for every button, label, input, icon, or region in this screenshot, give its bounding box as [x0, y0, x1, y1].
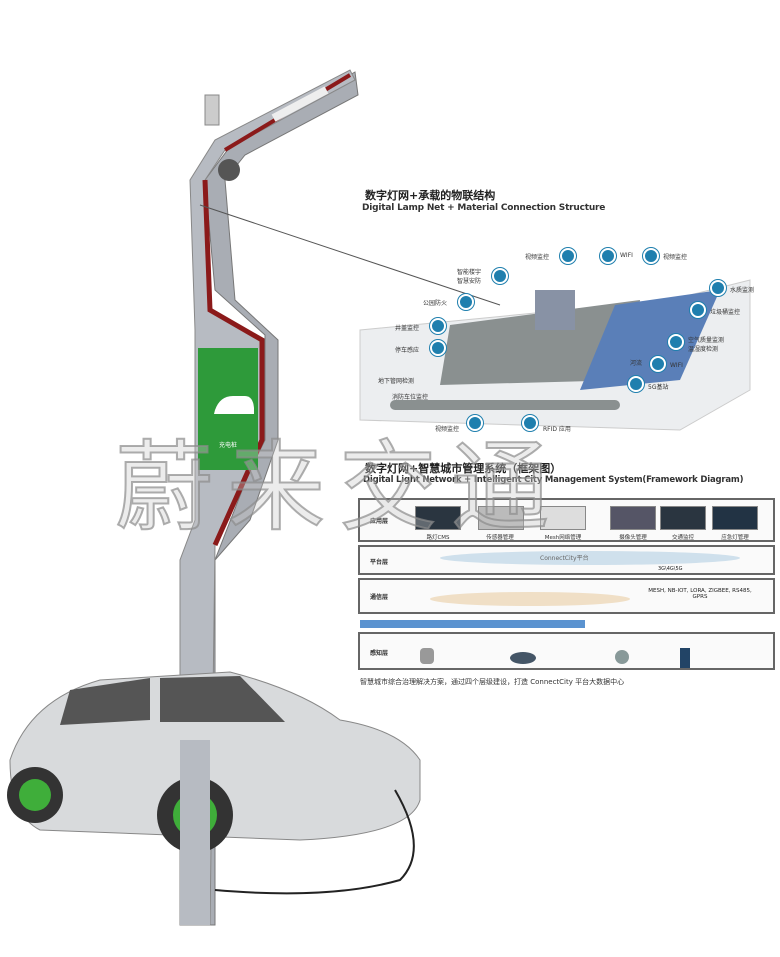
river-label: 河流	[630, 360, 643, 367]
watermark: 蔚来交通	[114, 430, 564, 546]
structure-title-en: Digital Lamp Net + Material Connection S…	[362, 203, 606, 213]
tower-icon	[628, 376, 644, 392]
perception-layer: 感知层	[358, 632, 775, 670]
layer-name: 通信层	[370, 594, 389, 601]
app-item: 摄像头管理	[619, 535, 647, 541]
label: 停车感应	[395, 347, 420, 354]
label: WIFI	[620, 252, 633, 259]
app-item: Mesh网络管理	[544, 535, 582, 541]
label: 垃圾桶监控	[710, 309, 741, 316]
screen-text: 充电桩	[218, 442, 237, 449]
app-item: 应急灯管理	[721, 535, 749, 541]
fire-icon	[458, 294, 474, 310]
camera-icon	[643, 248, 659, 264]
city-iot-map	[359, 279, 751, 431]
label: 水质监测	[730, 287, 755, 294]
label: 视频监控	[525, 254, 550, 261]
layer-name: 平台层	[370, 559, 389, 566]
camera-icon	[560, 248, 576, 264]
communication-layer: 通信层 MESH, NB-IOT, LORA, ZIGBEE, RS485, G…	[358, 578, 775, 614]
app-item: 传感器管理	[486, 535, 514, 541]
building-icon	[492, 268, 508, 284]
cloud-label: ConnectCity平台	[540, 555, 589, 562]
label: RFID 应用	[543, 426, 571, 433]
app-item: 路灯CMS	[426, 535, 450, 541]
application-layer: 应用层 路灯CMS 传感器管理 Mesh网络管理 摄像头管理 交通监控 应急灯管…	[358, 498, 775, 542]
framework-title-cn: 数字灯网+智慧城市管理系统（框架图）	[365, 462, 562, 475]
layer-name: 感知层	[370, 650, 389, 657]
label: 视频监控	[435, 426, 460, 433]
trash-icon	[690, 302, 706, 318]
protocols-label: MESH, NB-IOT, LORA, ZIGBEE, RS485, GPRS	[648, 588, 752, 600]
water-icon	[710, 280, 726, 296]
parking-icon	[430, 340, 446, 356]
label: 公园防火	[423, 300, 448, 307]
label: 视频监控	[663, 254, 688, 261]
structure-title-cn: 数字灯网+承载的物联结构	[365, 189, 496, 202]
cloud-icon	[668, 334, 684, 350]
rfid-icon	[522, 415, 538, 431]
label: 井盖监控	[395, 325, 420, 332]
wifi-icon	[650, 356, 666, 372]
label: 地下管网检测	[378, 378, 415, 385]
manhole-icon	[430, 318, 446, 334]
platform-layer: 平台层 ConnectCity平台 3G\4G\5G	[358, 545, 775, 575]
app-item: 交通监控	[671, 535, 694, 541]
layer-name: 应用层	[370, 518, 389, 525]
network-bar	[360, 620, 585, 628]
framework-footer: 智慧城市综合治理解决方案，通过四个层级建设，打造 ConnectCity 平台大…	[360, 678, 625, 686]
framework-title-en: Digital Light Network + Intelligent City…	[363, 475, 744, 485]
label: 5G基站	[648, 384, 669, 391]
network-label: 3G\4G\5G	[658, 566, 683, 572]
wifi-icon	[600, 248, 616, 264]
camera-icon	[467, 415, 483, 431]
label: 空气质量监测 温湿度检测	[688, 337, 725, 353]
label: 消防车位监控	[392, 394, 429, 401]
label: 智能楼宇 智慧安防	[457, 269, 482, 285]
label: WIFI	[670, 362, 683, 369]
